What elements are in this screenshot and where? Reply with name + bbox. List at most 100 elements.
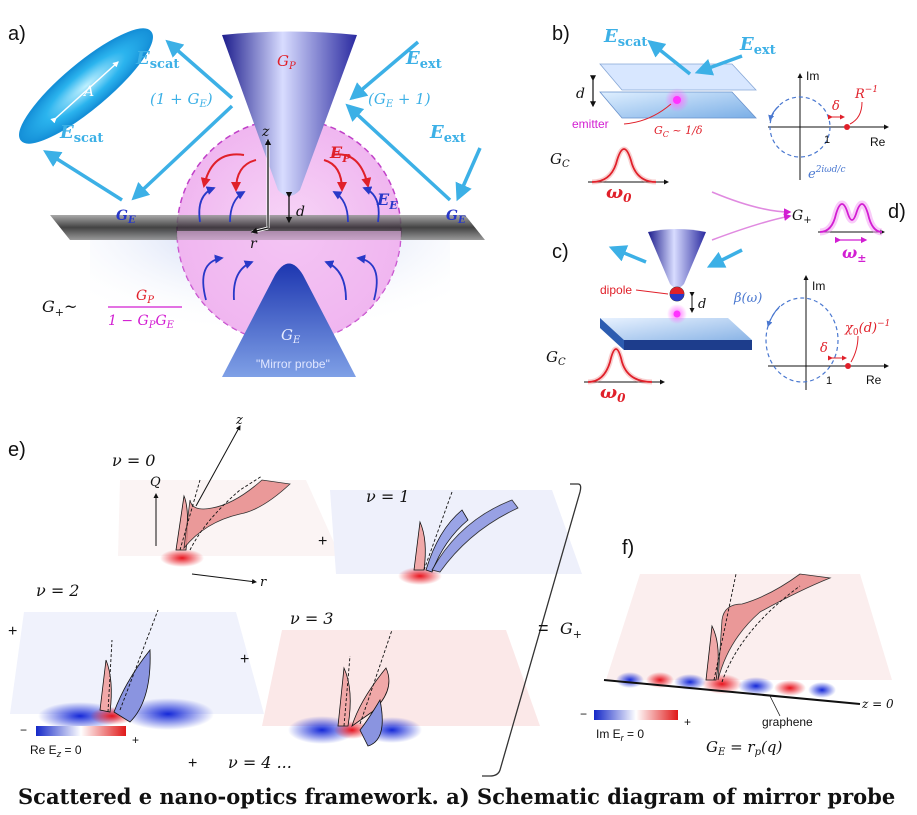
b-re-label: Re — [870, 135, 886, 149]
mirror-probe-ge: GE — [281, 326, 301, 346]
ep-arrow-4 — [331, 153, 372, 188]
panel-e-tag: e) — [8, 439, 26, 461]
d-arrow-from-c — [711, 213, 792, 241]
d-gplus-label: G+ — [792, 208, 812, 226]
c-emitter — [673, 310, 681, 318]
ee-arrow-6 — [232, 260, 254, 301]
c-im-label: Im — [812, 279, 825, 293]
c-beta-label: β(ω) — [733, 291, 762, 306]
c-chi-label: χ0(d)−1 — [844, 319, 890, 338]
eext-arrow-right — [455, 147, 482, 202]
panel-b-tag: b) — [552, 23, 570, 45]
escat-arrow-left — [43, 150, 123, 202]
c-slab-side — [600, 318, 624, 350]
panel-d: G+ ω± d) — [711, 191, 906, 265]
tip-gp-label: GP — [277, 52, 296, 72]
e-r-axis — [191, 573, 257, 584]
c-re-label: Re — [866, 373, 882, 387]
gplus-formula-lhs: G+~ — [42, 297, 77, 319]
aperture-area-label: A — [82, 84, 94, 100]
panel-d-tag: d) — [888, 201, 906, 223]
f-graphene-label: graphene — [762, 715, 813, 729]
ep-arrow-2 — [200, 153, 245, 188]
e-cbar-plus: + — [132, 733, 139, 747]
b-upper-plate — [599, 63, 757, 91]
mode-nu0: z Q r ν = 0 — [112, 413, 340, 590]
b-emitter — [673, 96, 681, 104]
r-axis — [250, 227, 269, 234]
panel-f: f) z = 0 graphene − + Im Er = 0 GE = rp(… — [580, 537, 894, 758]
panel-f-tag: f) — [622, 537, 634, 559]
f-colorbar — [594, 710, 678, 720]
escat-arrow-top — [165, 39, 234, 100]
b-gc-label: GC — [550, 150, 570, 170]
ee-arrow-1 — [198, 186, 216, 223]
escat-label-left: Escat — [59, 122, 103, 146]
c-probe-tip — [648, 229, 706, 288]
panel-e: e) z Q r ν = 0 ν = 1 + — [8, 413, 582, 777]
r-label: r — [250, 236, 258, 252]
mode-nu3: ν = 3 + — [240, 609, 540, 747]
b-phase-circle — [769, 96, 831, 158]
b-rinv-label: R−1 — [854, 85, 878, 102]
b-delta-label: δ — [832, 99, 840, 114]
b-emitter-label: emitter — [572, 117, 609, 131]
b-im-label: Im — [806, 69, 819, 83]
d-label: d — [296, 204, 305, 220]
panel-c: c) d dipole GC ω0 Im Re β(ω) 1 δ — [546, 229, 890, 405]
one-plus-ge-label: (1 + GE) — [150, 90, 213, 110]
f-cbar-label: Im Er = 0 — [596, 727, 644, 743]
probe-tip — [222, 31, 357, 196]
e-equals: = — [538, 618, 549, 638]
e-plus-1: + — [318, 533, 327, 550]
mode-nu2: ν = 2 + — [8, 581, 264, 730]
c-dipole-pointer — [635, 289, 669, 295]
e-q-label: Q — [150, 475, 161, 490]
eext-label-top: Eext — [405, 48, 442, 72]
b-eext-label: Eext — [739, 34, 776, 58]
mirror-probe-label: "Mirror probe" — [256, 357, 330, 371]
mirror-eext-path — [345, 103, 452, 202]
f-cbar-plus: + — [684, 715, 691, 729]
e-colorbar — [36, 726, 126, 736]
e-nu4-label: ν = 4 ... — [228, 753, 292, 772]
b-emitter-pointer — [623, 103, 672, 125]
gplus-formula-den: 1 − GPGE — [108, 313, 175, 331]
panel-c-tag: c) — [552, 241, 569, 263]
ge-right-label: GE — [446, 208, 466, 226]
e-z-axis — [195, 425, 241, 507]
ee-arrow-8 — [356, 254, 378, 301]
d-arrow-from-b — [711, 191, 792, 216]
e-nu3-label: ν = 3 — [290, 609, 333, 628]
ep-label: EP — [329, 143, 351, 165]
f-ge-eq: GE = rp(q) — [706, 738, 782, 758]
panel-a-tag: a) — [8, 23, 26, 45]
e-cbar-minus: − — [20, 723, 27, 737]
figure-caption: Scattered e nano-optics framework. a) Sc… — [18, 784, 896, 809]
z-label: z — [261, 124, 270, 140]
b-rinv-point — [844, 124, 850, 130]
aperture-axis — [50, 61, 119, 124]
b-escat-label: Escat — [603, 26, 647, 50]
c-slab-front — [624, 340, 752, 350]
e-nu2-label: ν = 2 — [36, 581, 79, 600]
b-gc-lineshape — [591, 148, 657, 183]
d-split-lineshape — [819, 203, 883, 233]
c-escat-arrow — [608, 245, 647, 264]
e-sum-bracket — [482, 483, 582, 777]
ee-arrow-4 — [362, 186, 380, 223]
b-d-label: d — [576, 86, 585, 102]
e-plus-4: + — [188, 755, 197, 772]
d-omega-pm: ω± — [842, 243, 866, 265]
c-slab-top — [600, 318, 752, 340]
b-one-label: 1 — [824, 134, 830, 146]
b-gc-delta-label: GC ~ 1/δ — [654, 124, 703, 139]
c-dipole-label: dipole — [600, 283, 632, 297]
ep-arrow-3 — [323, 159, 347, 192]
c-d-label: d — [698, 297, 706, 312]
c-delta-label: δ — [820, 341, 828, 356]
e-gplus: G+ — [560, 619, 582, 641]
c-gc-label: GC — [546, 348, 566, 368]
ep-arrow-1 — [231, 159, 257, 192]
